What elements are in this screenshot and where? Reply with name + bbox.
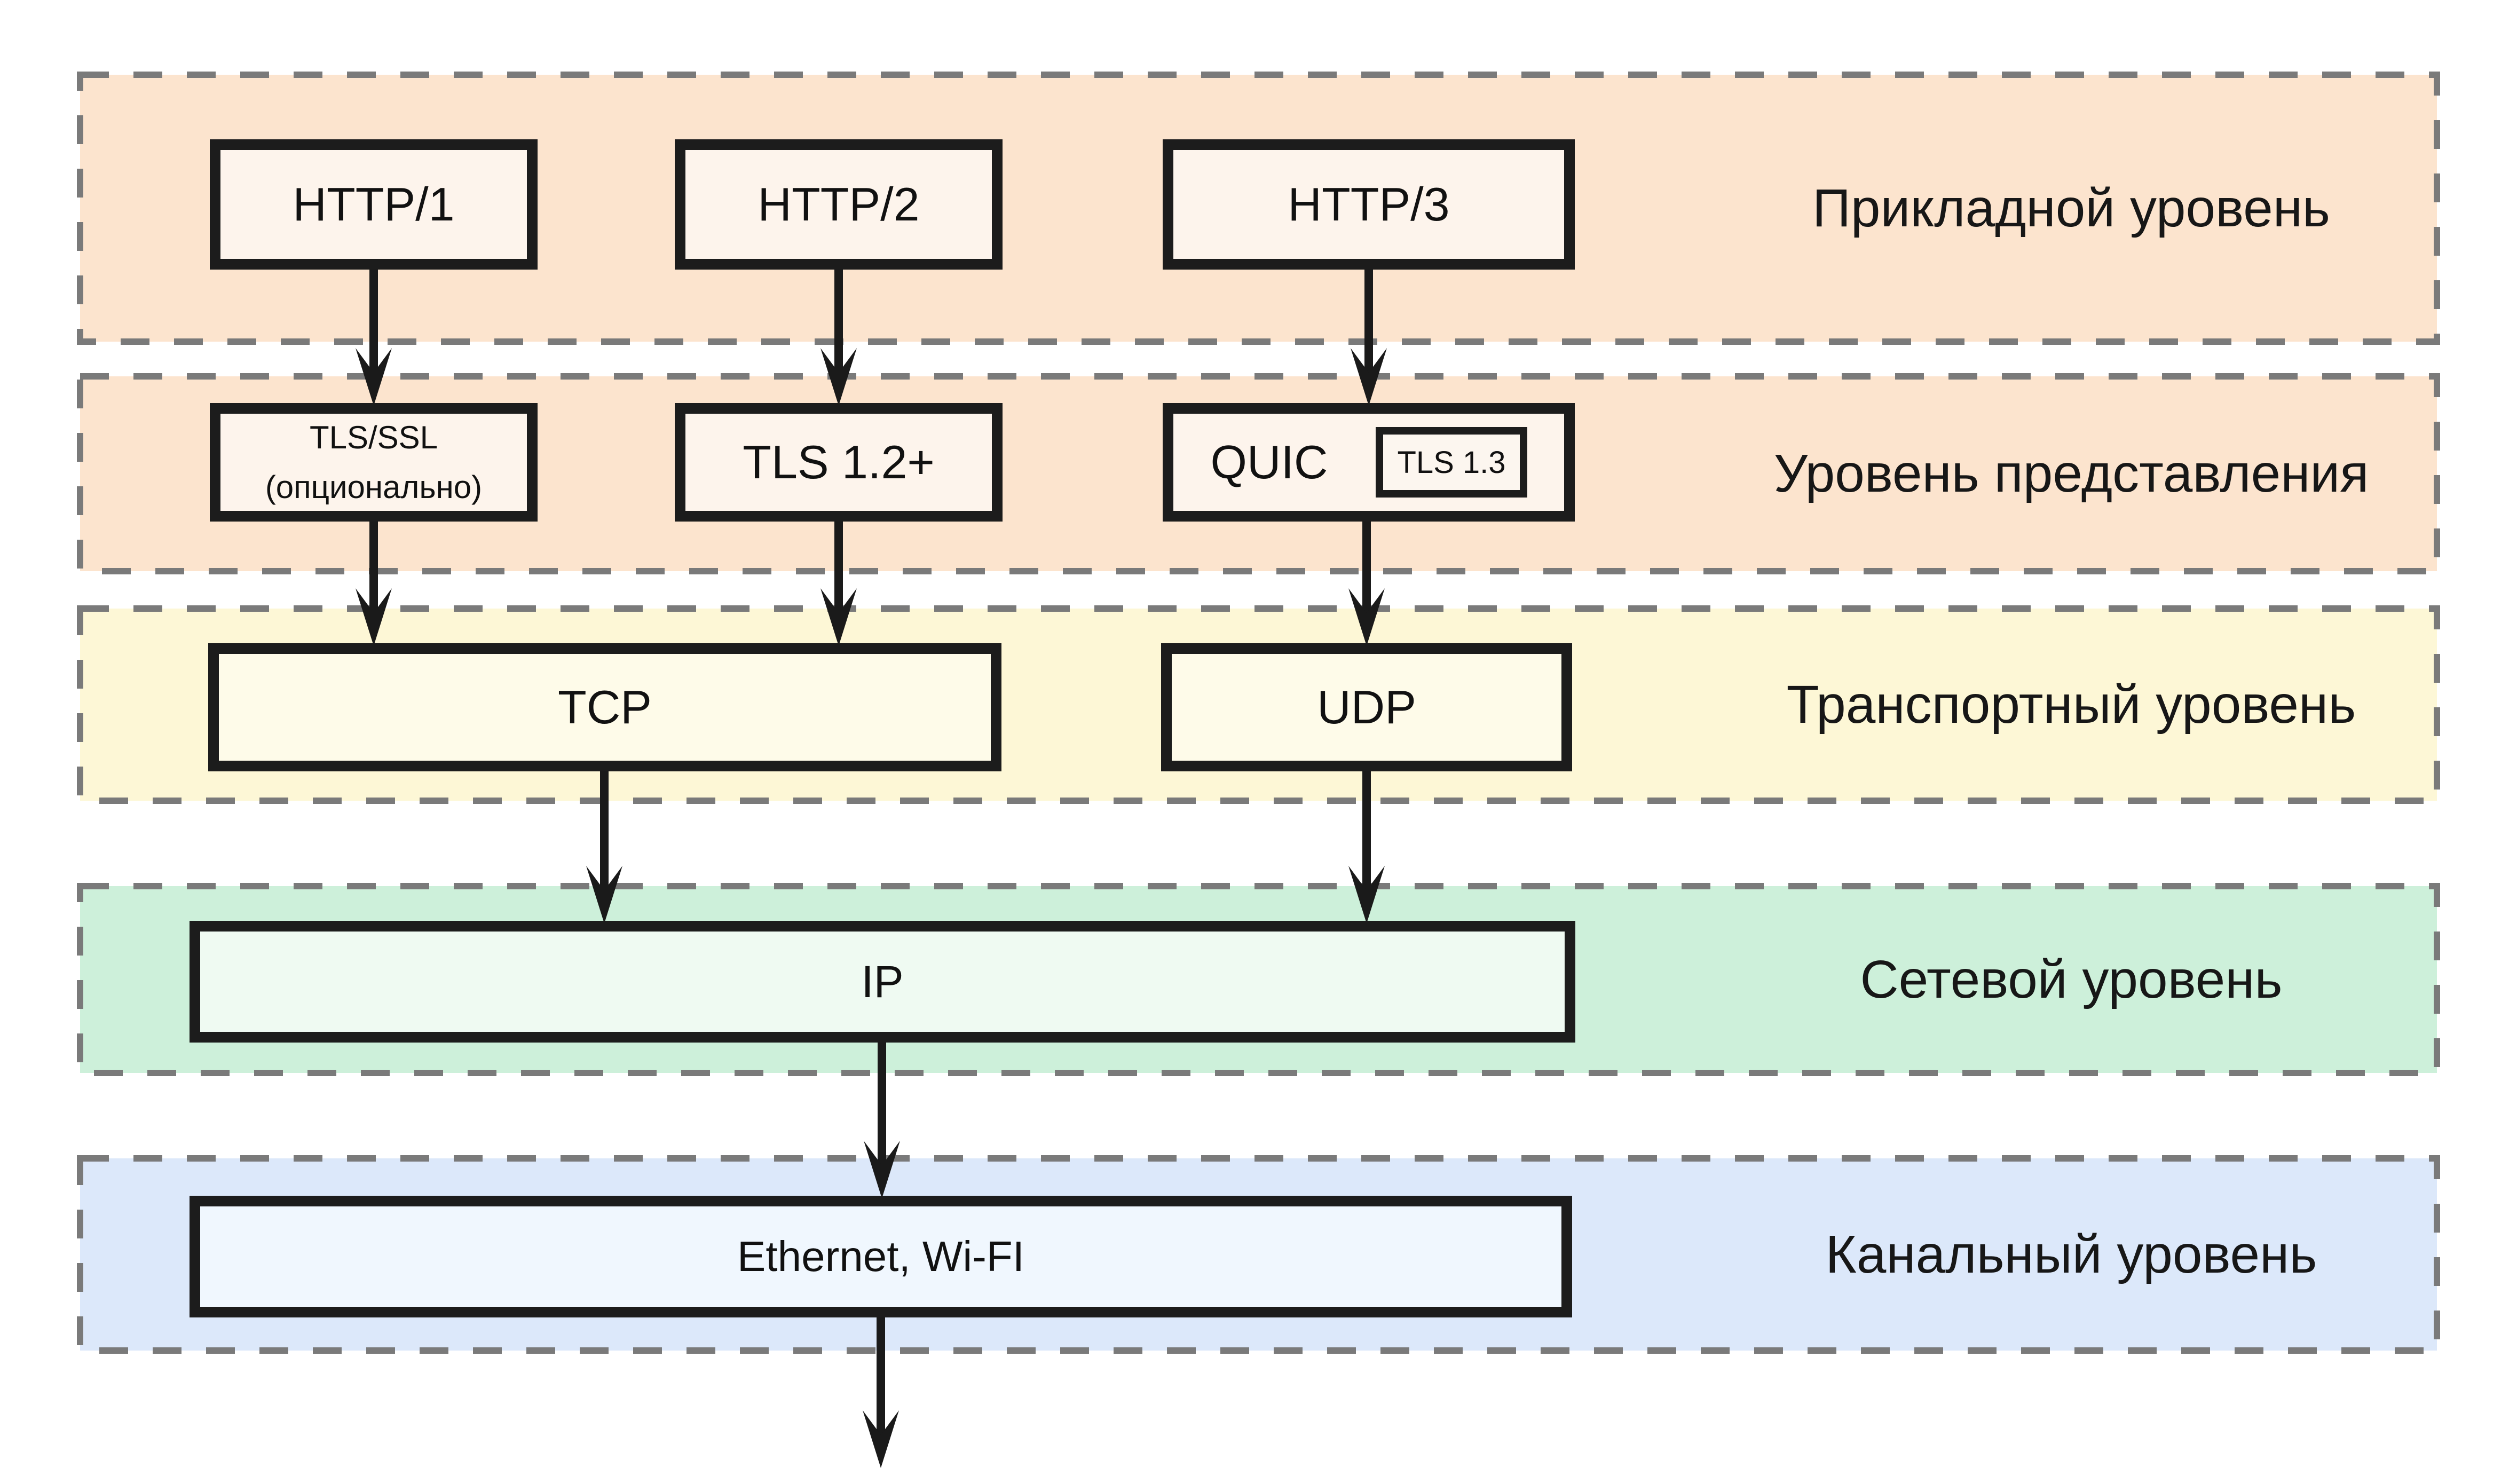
tls13-badge: TLS 1.3 <box>1376 427 1527 498</box>
node-quic-label: QUIC <box>1210 436 1328 488</box>
node-ip-label: IP <box>861 956 904 1007</box>
layer-label-datalink: Канальный уровень <box>1825 1225 2317 1284</box>
node-udp: UDP <box>1161 643 1572 771</box>
node-tcp-label: TCP <box>558 681 652 733</box>
node-http2: HTTP/2 <box>675 139 1003 270</box>
arrowhead <box>356 348 392 406</box>
node-http1: HTTP/1 <box>210 139 538 270</box>
arrowhead <box>1351 348 1387 406</box>
arrowhead <box>1348 866 1385 923</box>
node-udp-label: UDP <box>1317 681 1416 733</box>
arrowhead <box>820 348 857 406</box>
node-tls-ssl: TLS/SSL (опционально) <box>210 403 538 522</box>
node-ethernet: Ethernet, Wi-FI <box>190 1196 1572 1317</box>
node-http2-label: HTTP/2 <box>758 178 920 231</box>
layer-label-application: Прикладной уровень <box>1812 178 2331 238</box>
layer-label-transport: Транспортный уровень <box>1786 675 2356 735</box>
node-ip: IP <box>190 921 1575 1043</box>
layer-label-presentation: Уровень представления <box>1773 444 2369 503</box>
arrowhead <box>1348 588 1385 646</box>
node-tls-ssl-label-line2: (опционально) <box>265 469 483 505</box>
arrowhead <box>863 1410 899 1468</box>
layer-label-network: Сетевой уровень <box>1860 950 2283 1009</box>
node-tls12-label: TLS 1.2+ <box>743 436 935 488</box>
node-http3: HTTP/3 <box>1163 139 1575 270</box>
arrowhead <box>356 588 392 646</box>
node-http1-label: HTTP/1 <box>293 178 455 231</box>
arrowhead <box>864 1141 900 1198</box>
node-ethernet-label: Ethernet, Wi-FI <box>737 1233 1024 1280</box>
node-tls12: TLS 1.2+ <box>675 403 1003 522</box>
node-tcp: TCP <box>208 643 1001 771</box>
arrowhead <box>820 588 857 646</box>
arrowhead <box>586 866 622 923</box>
node-tls-ssl-label-line1: TLS/SSL <box>309 420 438 455</box>
node-http3-label: HTTP/3 <box>1288 178 1450 231</box>
node-quic: QUIC TLS 1.3 <box>1163 403 1575 522</box>
